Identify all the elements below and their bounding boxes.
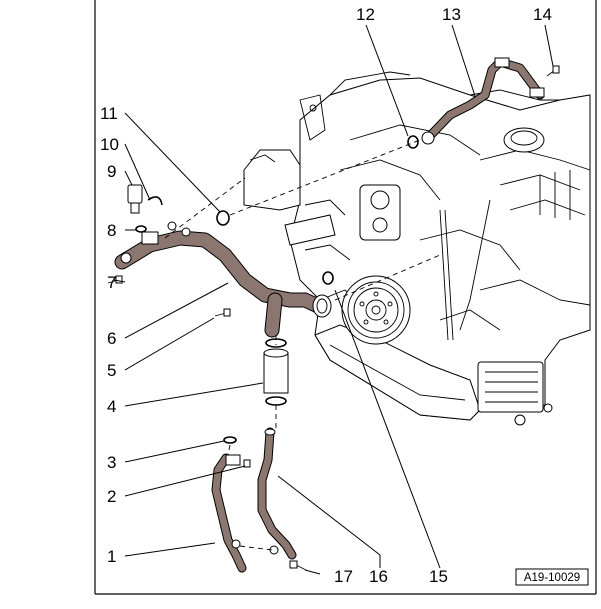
crankshaft-pulley <box>341 275 411 345</box>
part-8-o-ring <box>135 225 147 233</box>
o-ring-engine-side <box>322 135 419 285</box>
callout-16: 16 <box>369 567 388 586</box>
part-17-bolt <box>289 560 307 571</box>
callout-17: 17 <box>334 567 353 586</box>
callout-9: 9 <box>107 162 116 181</box>
part-10-retaining-clip <box>147 196 163 206</box>
callout-11: 11 <box>100 104 118 123</box>
callout-labels: 1 2 3 4 5 6 7 8 9 10 11 12 13 14 15 16 1… <box>100 5 552 586</box>
callout-6: 6 <box>107 329 116 348</box>
callout-3: 3 <box>107 453 116 472</box>
part-4-connector-sleeve <box>263 338 289 406</box>
assembly-lines <box>164 139 441 551</box>
water-pump-housing <box>243 94 336 246</box>
reference-code: A19-10029 <box>524 572 580 584</box>
part-5-bolt <box>214 308 231 317</box>
callout-15: 15 <box>429 567 448 586</box>
part-1-coolant-pipe <box>211 453 247 573</box>
leader-lines <box>113 24 554 575</box>
callout-5: 5 <box>107 361 116 380</box>
part-6-coolant-pipe <box>114 221 332 338</box>
part-13-upper-coolant-pipe <box>421 57 545 145</box>
callout-10: 10 <box>100 135 119 154</box>
part-16-coolant-pipe <box>257 427 297 560</box>
callout-12: 12 <box>356 5 375 24</box>
diagram-frame <box>94 0 597 595</box>
callout-8: 8 <box>107 221 116 240</box>
callout-2: 2 <box>107 487 116 506</box>
part-9-temperature-sensor <box>127 184 143 214</box>
callout-14: 14 <box>533 5 552 24</box>
callout-1: 1 <box>107 547 116 566</box>
part-2-bolt <box>243 459 251 468</box>
callout-13: 13 <box>442 5 461 24</box>
callout-7: 7 <box>107 273 116 292</box>
part-3-o-ring <box>223 436 237 444</box>
part-14-bolt <box>546 65 560 77</box>
reference-code-box: A19-10029 <box>515 568 589 586</box>
part-11-o-ring <box>216 210 230 226</box>
callout-4: 4 <box>107 397 116 416</box>
